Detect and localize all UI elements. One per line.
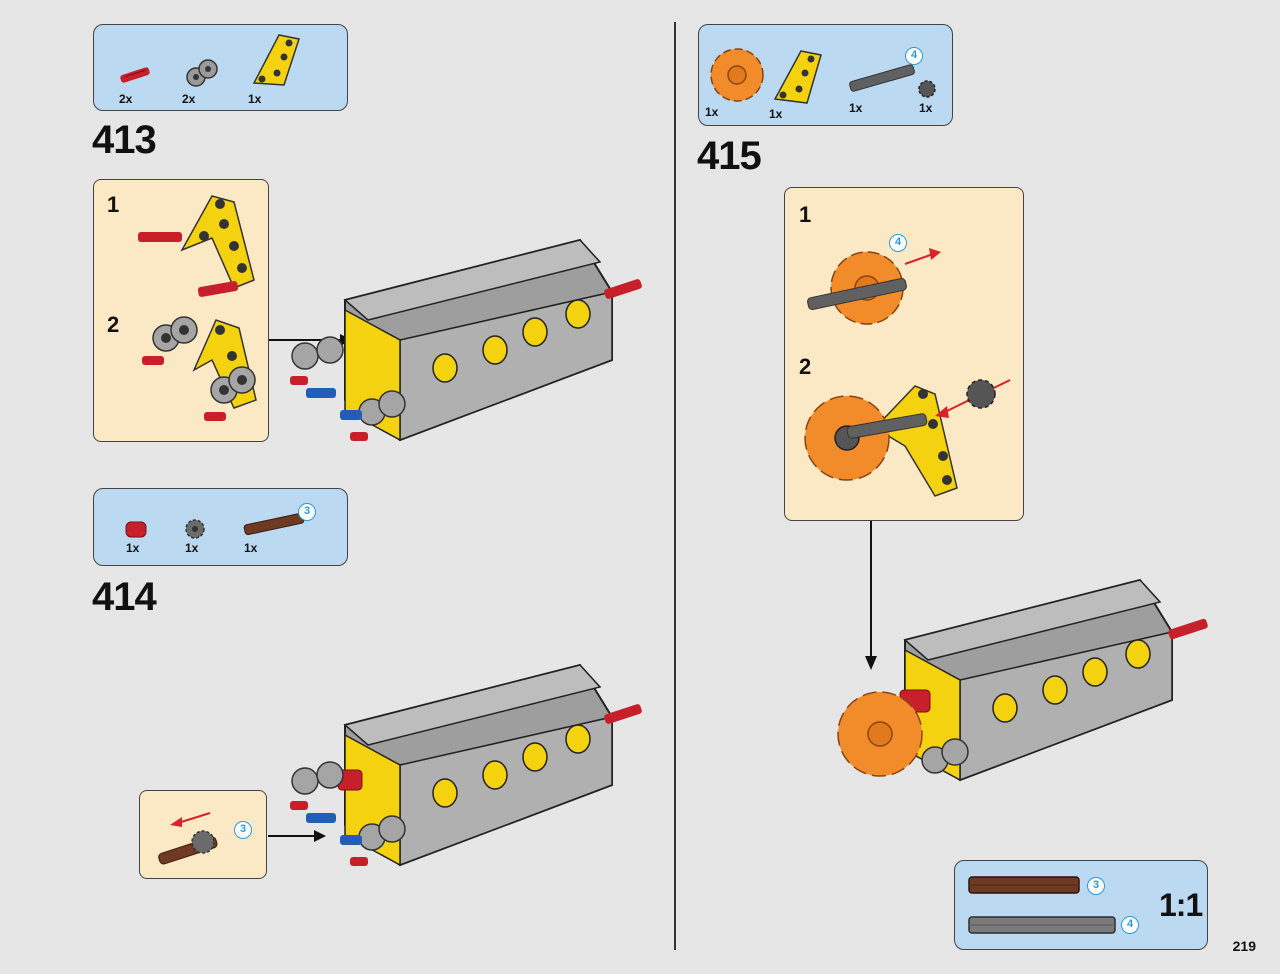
grey-gear-icon bbox=[918, 80, 936, 98]
substep-box-415: 1 2 4 bbox=[784, 187, 1024, 521]
yellow-triangle-beam-icon bbox=[252, 34, 300, 86]
red-bush-icon bbox=[125, 521, 147, 538]
page-divider bbox=[674, 22, 676, 950]
substep-number: 1 bbox=[799, 202, 812, 227]
scale-axles-art bbox=[968, 876, 1116, 934]
substep-number: 1 bbox=[107, 192, 120, 217]
substep-box-413: 1 2 bbox=[93, 179, 269, 442]
grey-connector-icon bbox=[186, 59, 218, 87]
part-qty: 1x bbox=[126, 541, 140, 555]
part-qty: 1x bbox=[705, 105, 719, 119]
parts-415-art bbox=[710, 48, 936, 104]
substep-number: 2 bbox=[107, 312, 120, 337]
yellow-triangle-beam-icon bbox=[773, 50, 822, 104]
parts-413-art bbox=[120, 34, 300, 87]
page-number: 219 bbox=[1232, 938, 1256, 954]
length-callout: 3 bbox=[234, 821, 252, 839]
part-qty: 1x bbox=[248, 92, 262, 106]
part-qty: 2x bbox=[119, 92, 133, 106]
step-number-413: 413 bbox=[92, 118, 157, 162]
scale-label: 1:1 bbox=[1159, 887, 1203, 923]
scale-reference-box: 3 4 1:1 bbox=[954, 860, 1208, 950]
part-qty: 1x bbox=[849, 101, 863, 115]
step-number-414: 414 bbox=[92, 575, 157, 619]
substep-number: 2 bbox=[799, 354, 812, 379]
parts-list-413: 2x 2x 1x bbox=[93, 24, 348, 111]
grey-axle-icon bbox=[849, 64, 915, 92]
part-qty: 1x bbox=[919, 101, 933, 115]
red-pin-icon bbox=[120, 67, 150, 83]
parts-list-415: 4 1x 1x 1x 1x bbox=[698, 24, 953, 126]
step-number-415: 415 bbox=[697, 134, 762, 178]
grey-gear-icon bbox=[185, 519, 205, 539]
orange-fan-icon bbox=[710, 48, 764, 102]
substep-box-414: 3 bbox=[139, 790, 267, 879]
part-qty: 1x bbox=[769, 107, 783, 121]
length-callout: 3 bbox=[298, 503, 316, 521]
part-qty: 1x bbox=[244, 541, 258, 555]
length-callout: 4 bbox=[1121, 916, 1139, 934]
parts-list-414: 3 1x 1x 1x bbox=[93, 488, 348, 566]
part-qty: 2x bbox=[182, 92, 196, 106]
length-callout: 4 bbox=[905, 47, 923, 65]
substep-413-art bbox=[138, 195, 257, 421]
length-callout: 4 bbox=[889, 234, 907, 252]
substep-414-art bbox=[158, 812, 218, 865]
substep-415-art bbox=[804, 248, 1011, 497]
part-qty: 1x bbox=[185, 541, 199, 555]
length-callout: 3 bbox=[1087, 877, 1105, 895]
parts-414-art bbox=[125, 512, 305, 539]
